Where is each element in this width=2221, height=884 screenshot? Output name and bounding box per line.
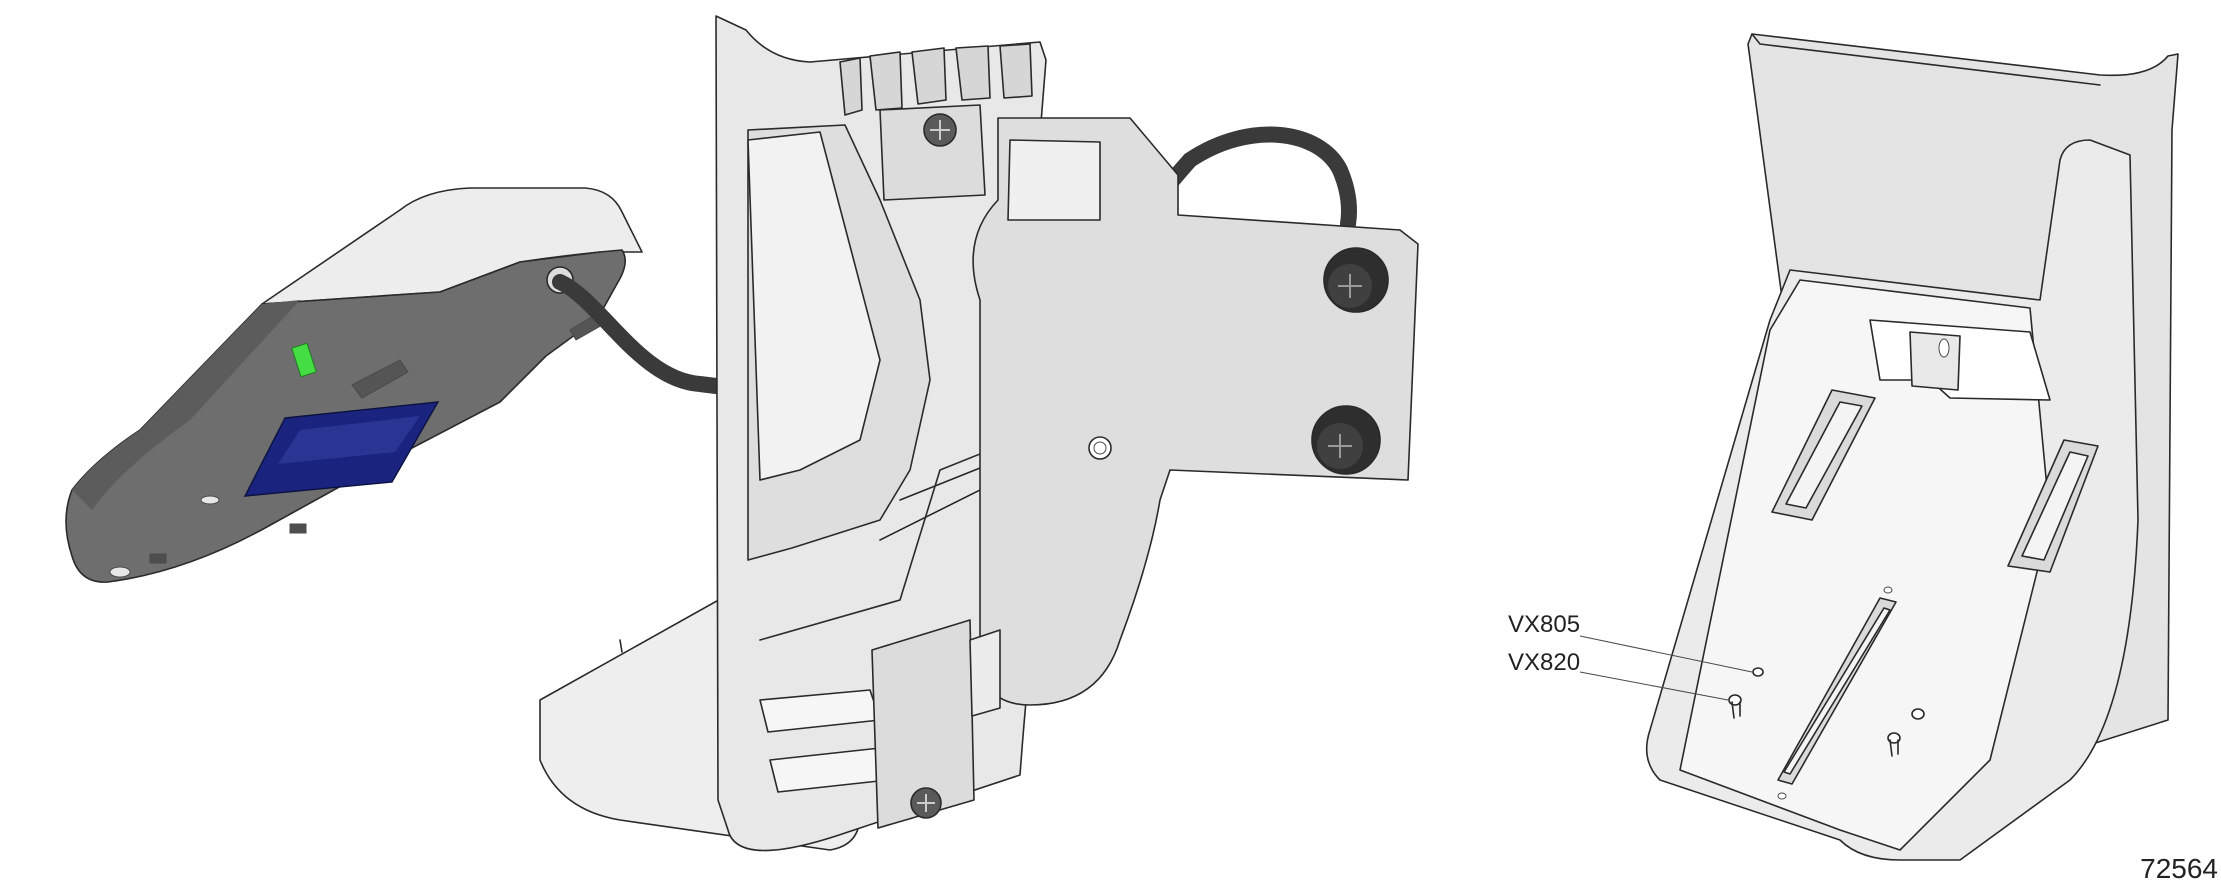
- callout-label-vx820: VX820: [1508, 649, 1580, 676]
- bracket-alternate-view: [1645, 33, 2179, 861]
- mounting-bracket: [539, 15, 1419, 852]
- callout-vx820: VX820: [1508, 649, 1729, 701]
- cable: [552, 274, 724, 394]
- figure-id: 72564: [2140, 853, 2218, 884]
- upper-knob: [1323, 247, 1389, 313]
- payment-terminal: [65, 187, 643, 583]
- lower-knob: [1311, 405, 1381, 475]
- callout-vx805: VX805: [1508, 611, 1753, 673]
- status-indicator: [291, 342, 317, 378]
- top-teeth: [839, 43, 1033, 116]
- callout-label-vx805: VX805: [1508, 611, 1580, 638]
- pin-vx805: [1752, 667, 1764, 677]
- swivel-arm-plate: [972, 117, 1419, 706]
